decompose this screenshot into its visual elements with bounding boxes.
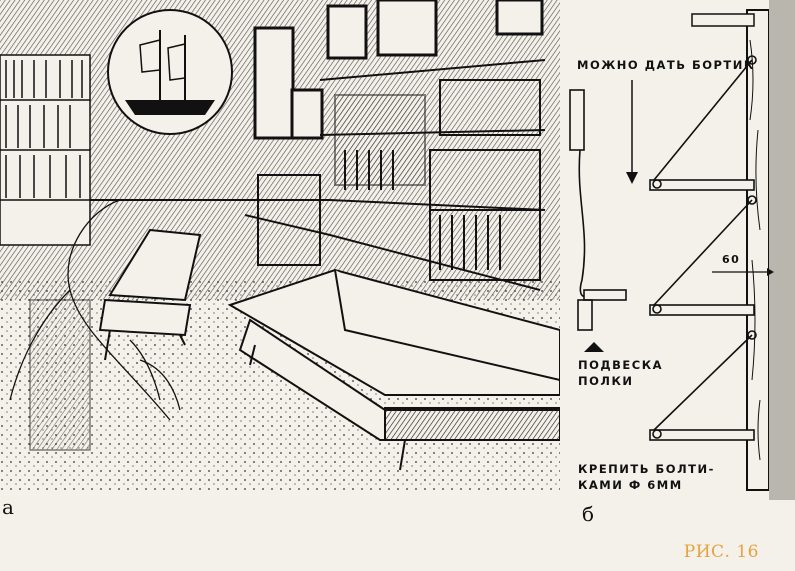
dimension-label: 60 (722, 253, 741, 266)
section-mark (584, 342, 604, 352)
fasten-caption-line2: КАМИ Ф 6ММ (578, 478, 683, 492)
figure-label: РИС. 16 (683, 542, 759, 562)
armchair (98, 228, 202, 361)
shelf-bracket-drawing (569, 0, 795, 500)
picture-frame (376, 0, 438, 57)
picture-frame (326, 4, 368, 60)
shelf-bracket (649, 195, 757, 316)
picture-frame (253, 26, 295, 140)
can-add-rim-caption: МОЖНО ДАТЬ БОРТИК (577, 58, 755, 72)
hanging-hook-detail (569, 89, 627, 331)
panel-a-label: а (2, 495, 14, 519)
shelf-bracket (649, 55, 757, 191)
left-bookshelf (0, 54, 91, 246)
picture-frame (495, 0, 544, 36)
ship-plate (107, 9, 233, 135)
interior-sketch (0, 0, 560, 490)
picture-frame (290, 88, 324, 140)
shelf-hanging-caption-line1: ПОДВЕСКА (578, 358, 664, 372)
wall-shelves (90, 59, 546, 291)
shelf-hanging-caption-line2: ПОЛКИ (578, 374, 634, 388)
plant-sketch (9, 199, 181, 451)
panel-b-label: б (582, 502, 595, 526)
fasten-caption-line1: КРЕПИТЬ БОЛТИ- (578, 462, 715, 476)
sofa (227, 268, 560, 471)
shelf-bracket (649, 330, 757, 441)
